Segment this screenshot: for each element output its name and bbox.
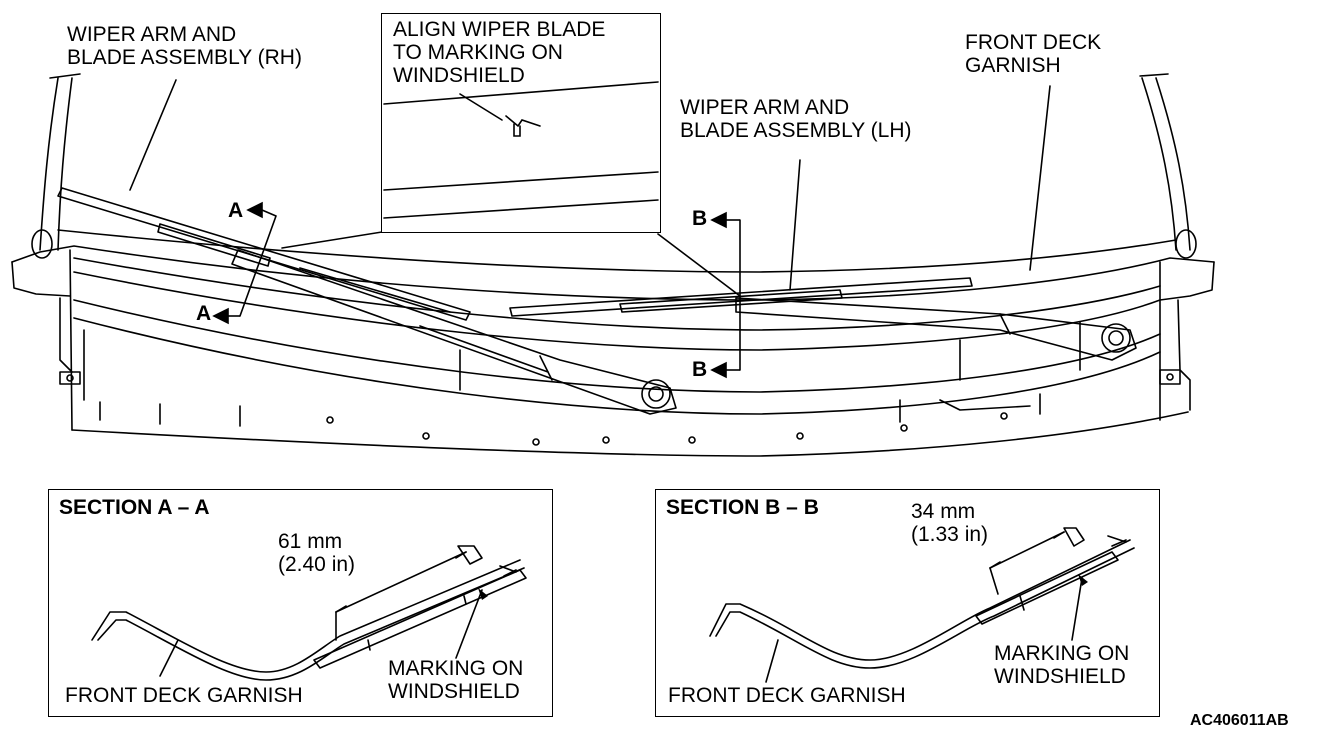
section-marker-b-top: B — [692, 207, 708, 230]
align-label-line1: ALIGN WIPER BLADE — [393, 18, 606, 41]
left-a-pillar — [39, 77, 59, 251]
figure-id: AC406011AB — [1190, 712, 1289, 729]
section-b-marking-line1: MARKING ON — [994, 642, 1130, 665]
align-callout-box — [381, 13, 661, 233]
rh-wiper-label-line2: BLADE ASSEMBLY (RH) — [67, 46, 302, 69]
section-b-dimension: 34 mm (1.33 in) — [911, 500, 988, 546]
right-a-pillar — [1141, 77, 1177, 251]
deck-garnish-label-line1: FRONT DECK — [965, 31, 1102, 54]
cowl-top — [11, 245, 1215, 301]
align-label: ALIGN WIPER BLADE TO MARKING ON WINDSHIE… — [393, 18, 605, 87]
section-b-dim-in: (1.33 in) — [911, 523, 989, 546]
section-marker-b-bottom: B — [692, 358, 708, 381]
align-label-line2: TO MARKING ON — [393, 41, 563, 64]
section-b-dim-mm: 34 mm — [911, 500, 976, 523]
section-b-panel — [655, 489, 1160, 717]
section-a-panel — [48, 489, 553, 717]
section-a-title: SECTION A – A — [59, 496, 210, 519]
section-a-marking-line2: WINDSHIELD — [388, 680, 520, 703]
section-a-dimension: 61 mm (2.40 in) — [278, 530, 355, 576]
lh-wiper-label: WIPER ARM AND BLADE ASSEMBLY (LH) — [680, 96, 911, 142]
lh-wiper-label-line1: WIPER ARM AND — [680, 96, 850, 119]
deck-garnish-label-line2: GARNISH — [965, 54, 1061, 77]
section-a-garnish-label: FRONT DECK GARNISH — [65, 684, 303, 707]
section-a-dim-mm: 61 mm — [278, 530, 343, 553]
section-b-garnish-label: FRONT DECK GARNISH — [668, 684, 906, 707]
align-label-line3: WINDSHIELD — [393, 64, 525, 87]
section-marker-a-top: A — [228, 199, 244, 222]
section-marker-a-bottom: A — [196, 302, 212, 325]
section-a-marking-label: MARKING ON WINDSHIELD — [388, 657, 523, 703]
rh-wiper-arm — [231, 249, 677, 415]
section-a-marking-line1: MARKING ON — [388, 657, 524, 680]
deck-garnish-label: FRONT DECK GARNISH — [965, 31, 1101, 77]
rh-wiper-label-line1: WIPER ARM AND — [67, 23, 237, 46]
section-b-marking-line2: WINDSHIELD — [994, 665, 1126, 688]
lh-wiper-blade — [509, 277, 973, 317]
rh-wiper-label: WIPER ARM AND BLADE ASSEMBLY (RH) — [67, 23, 302, 69]
windshield-edge — [57, 229, 1177, 273]
lh-wiper-arm — [735, 297, 1137, 361]
section-a-dim-in: (2.40 in) — [278, 553, 356, 576]
section-b-marking-label: MARKING ON WINDSHIELD — [994, 642, 1129, 688]
section-b-title: SECTION B – B — [666, 496, 819, 519]
lh-wiper-label-line2: BLADE ASSEMBLY (LH) — [680, 119, 912, 142]
rh-wiper-blade — [57, 187, 471, 321]
